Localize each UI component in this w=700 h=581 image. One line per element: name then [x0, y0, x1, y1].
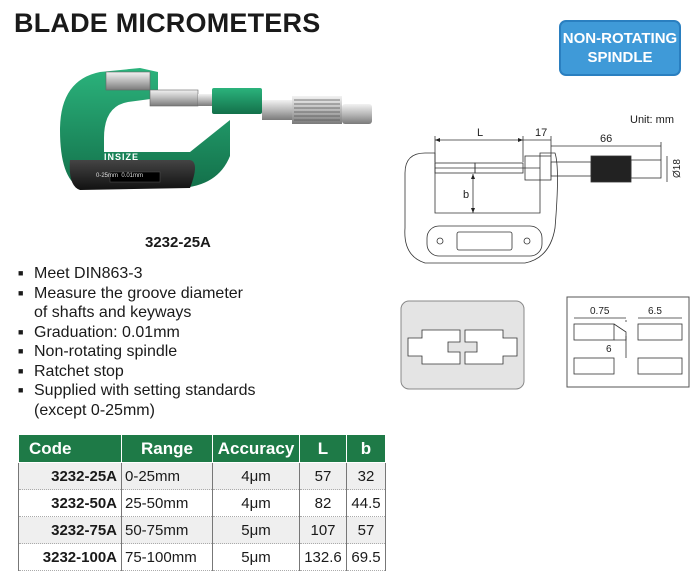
blade-detail-view	[400, 300, 525, 390]
cell-range: 0-25mm	[121, 462, 213, 490]
micrometer-photo	[60, 68, 372, 190]
feature-item: ■Non-rotating spindle	[18, 343, 178, 360]
cell-accuracy: 4μm	[212, 462, 300, 490]
table-row: 3232-75A 50-75mm 5μm 107 57	[18, 516, 386, 544]
cell-range: 25-50mm	[121, 489, 213, 517]
cell-accuracy: 4μm	[212, 489, 300, 517]
cell-L: 57	[299, 462, 347, 490]
feature-item: ■Measure the groove diameter	[18, 284, 243, 302]
cell-b: 57	[346, 516, 386, 544]
table-row: 3232-100A 75-100mm 5μm 132.6 69.5	[18, 543, 386, 571]
col-accuracy: Accuracy	[212, 434, 300, 463]
non-rotating-spindle-badge: NON-ROTATING SPINDLE	[559, 20, 681, 76]
logo-text: INSIZE	[104, 152, 140, 162]
dim-L-label: L	[477, 127, 483, 139]
cell-code: 3232-100A	[18, 543, 122, 571]
bullet-icon: ■	[18, 365, 24, 376]
badge-line-2: SPINDLE	[587, 49, 653, 66]
col-L: L	[299, 434, 347, 463]
cell-b: 44.5	[346, 489, 386, 517]
bullet-icon: ■	[18, 326, 24, 337]
table-row: 3232-50A 25-50mm 4μm 82 44.5	[18, 489, 386, 517]
spec-table: Code Range Accuracy L b 3232-25A 0-25mm …	[18, 434, 386, 571]
bullet-icon: ■	[18, 346, 24, 356]
detail-65-label: 6.5	[648, 306, 662, 317]
cell-b: 69.5	[346, 543, 386, 571]
dim-66-label: 66	[600, 133, 612, 145]
dim-17-label: 17	[535, 127, 547, 139]
cell-code: 3232-25A	[18, 462, 122, 490]
cell-L: 107	[299, 516, 347, 544]
page-title: BLADE MICROMETERS	[14, 8, 321, 38]
cell-accuracy: 5μm	[212, 516, 300, 544]
cell-range: 50-75mm	[121, 516, 213, 544]
spec-table-header: Code Range Accuracy L b	[18, 434, 386, 463]
col-code: Code	[18, 434, 122, 463]
cell-range: 75-100mm	[121, 543, 213, 571]
detail-6-label: 6	[606, 344, 612, 355]
dim-b-label: b	[463, 189, 469, 201]
col-b: b	[346, 434, 386, 463]
dim-diameter-label: Ø18	[672, 159, 683, 178]
feature-item: ■Supplied with setting standards	[18, 382, 256, 399]
cell-b: 32	[346, 462, 386, 490]
cell-L: 82	[299, 489, 347, 517]
badge-line-1: NON-ROTATING	[562, 30, 678, 47]
detail-075-label: 0.75	[590, 306, 610, 317]
table-row: 3232-25A 0-25mm 4μm 57 32	[18, 462, 386, 490]
frame-engraving: 0-25mm 0.01mm	[96, 173, 144, 179]
cell-code: 3232-50A	[18, 489, 122, 517]
cell-accuracy: 5μm	[212, 543, 300, 571]
col-range: Range	[121, 434, 213, 463]
feature-list: ■Meet DIN863-3 ■Measure the groove diame…	[18, 264, 308, 420]
bullet-icon: ■	[18, 385, 24, 395]
bullet-icon: ■	[18, 268, 24, 278]
cell-code: 3232-75A	[18, 516, 122, 544]
blade-tip-detail: 0.75 6.5 6	[566, 296, 690, 388]
feature-item: of shafts and keyways	[34, 304, 192, 321]
dimension-drawing: L 17 66 b Ø18	[404, 127, 683, 264]
cell-L: 132.6	[299, 543, 347, 571]
feature-item: ■Ratchet stop	[18, 362, 124, 380]
feature-item: (except 0-25mm)	[34, 401, 155, 419]
bullet-icon: ■	[18, 287, 24, 298]
feature-item: ■Graduation: 0.01mm	[18, 323, 180, 341]
feature-item: ■Meet DIN863-3	[18, 265, 143, 282]
unit-label: Unit: mm	[630, 114, 674, 126]
model-number: 3232-25A	[145, 234, 211, 251]
